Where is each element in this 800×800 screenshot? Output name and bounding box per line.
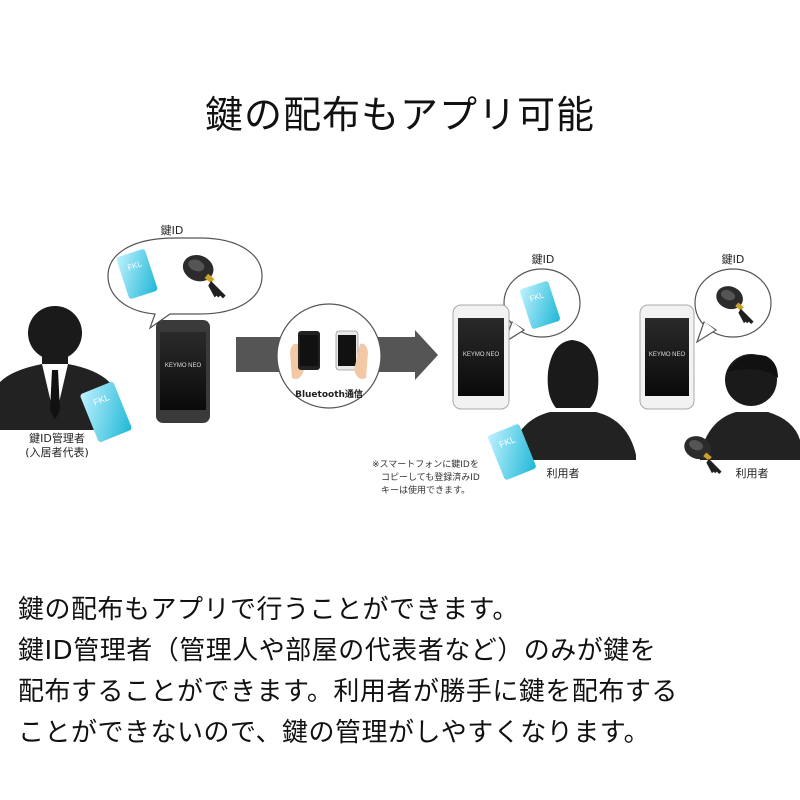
user1-silhouette: [510, 340, 636, 460]
admin-smartphone: KEYMO NEO: [156, 320, 210, 423]
description-line-1: 鍵の配布もアプリで行うことができます。: [18, 595, 519, 625]
bluetooth-label: Bluetooth通信: [295, 388, 363, 400]
description-line-3: 配布することができます。利用者が勝手に鍵を配布する: [18, 677, 678, 707]
admin-caption-sub: (入居者代表): [25, 445, 89, 459]
user2-phone-brand: KEYMO NEO: [649, 352, 686, 358]
user2-silhouette: [700, 354, 800, 460]
user2-smartphone: KEYMO NEO: [639, 304, 695, 410]
note-line-1: ※スマートフォンに鍵IDを: [372, 458, 479, 470]
admin-bubble-label: 鍵ID: [161, 223, 184, 237]
admin-key-card: FKL: [80, 382, 132, 442]
description-line-2: 鍵ID管理者（管理人や部屋の代表者など）のみが鍵を: [18, 636, 657, 666]
bubble-card-text: FKL: [126, 259, 143, 272]
admin-phone-brand: KEYMO NEO: [165, 363, 202, 369]
user1-caption: 利用者: [547, 467, 580, 480]
description-text: 鍵の配布もアプリで行うことができます。 鍵ID管理者（管理人や部屋の代表者など）…: [18, 590, 788, 754]
page-title: 鍵の配布もアプリ可能: [204, 93, 595, 137]
user1-bubble-label: 鍵ID: [532, 252, 555, 266]
user1-smartphone: KEYMO NEO: [452, 304, 510, 410]
user1-phone-brand: KEYMO NEO: [463, 352, 500, 358]
note-line-3: キーは使用できます。: [372, 484, 470, 496]
bluetooth-transfer-circle: [276, 303, 382, 409]
description-line-4: ことができないので、鍵の管理がしやすくなります。: [18, 718, 651, 748]
user2-speech-bubble: [694, 268, 772, 344]
user1-bubble-card-text: FKL: [528, 290, 545, 303]
user2-bubble-label: 鍵ID: [722, 252, 745, 266]
user2-caption: 利用者: [736, 467, 769, 480]
note-line-2: コピーしても登録済みID: [372, 471, 480, 483]
admin-caption: 鍵ID管理者: [29, 431, 85, 445]
user1-speech-bubble: FKL: [503, 268, 581, 344]
user1-key-card: FKL: [488, 424, 536, 480]
admin-speech-bubble: FKL: [107, 237, 263, 330]
